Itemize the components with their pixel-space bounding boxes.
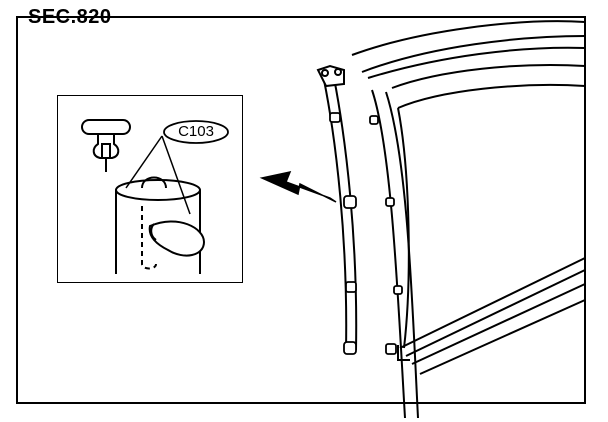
- clip-icon: [345, 281, 357, 293]
- clip-icon: [343, 341, 357, 355]
- callout-part-code: C103: [178, 123, 214, 140]
- clip-icon: [329, 112, 341, 123]
- clip-icon: [385, 343, 397, 355]
- clip-icon: [343, 195, 357, 209]
- clip-icon: [81, 119, 131, 172]
- inserted-clip: [148, 220, 206, 257]
- clip-markers: [329, 112, 403, 355]
- section-title: SEC.820: [28, 6, 112, 28]
- door-frame: [351, 20, 586, 419]
- clip-icon: [385, 197, 395, 207]
- arrow-icon: [259, 170, 337, 203]
- clip-icon: [393, 285, 403, 295]
- clip-detail: [81, 119, 229, 274]
- detail-inset: C103: [57, 95, 243, 283]
- callout-bubble: [163, 120, 229, 144]
- clip-icon: [369, 115, 379, 125]
